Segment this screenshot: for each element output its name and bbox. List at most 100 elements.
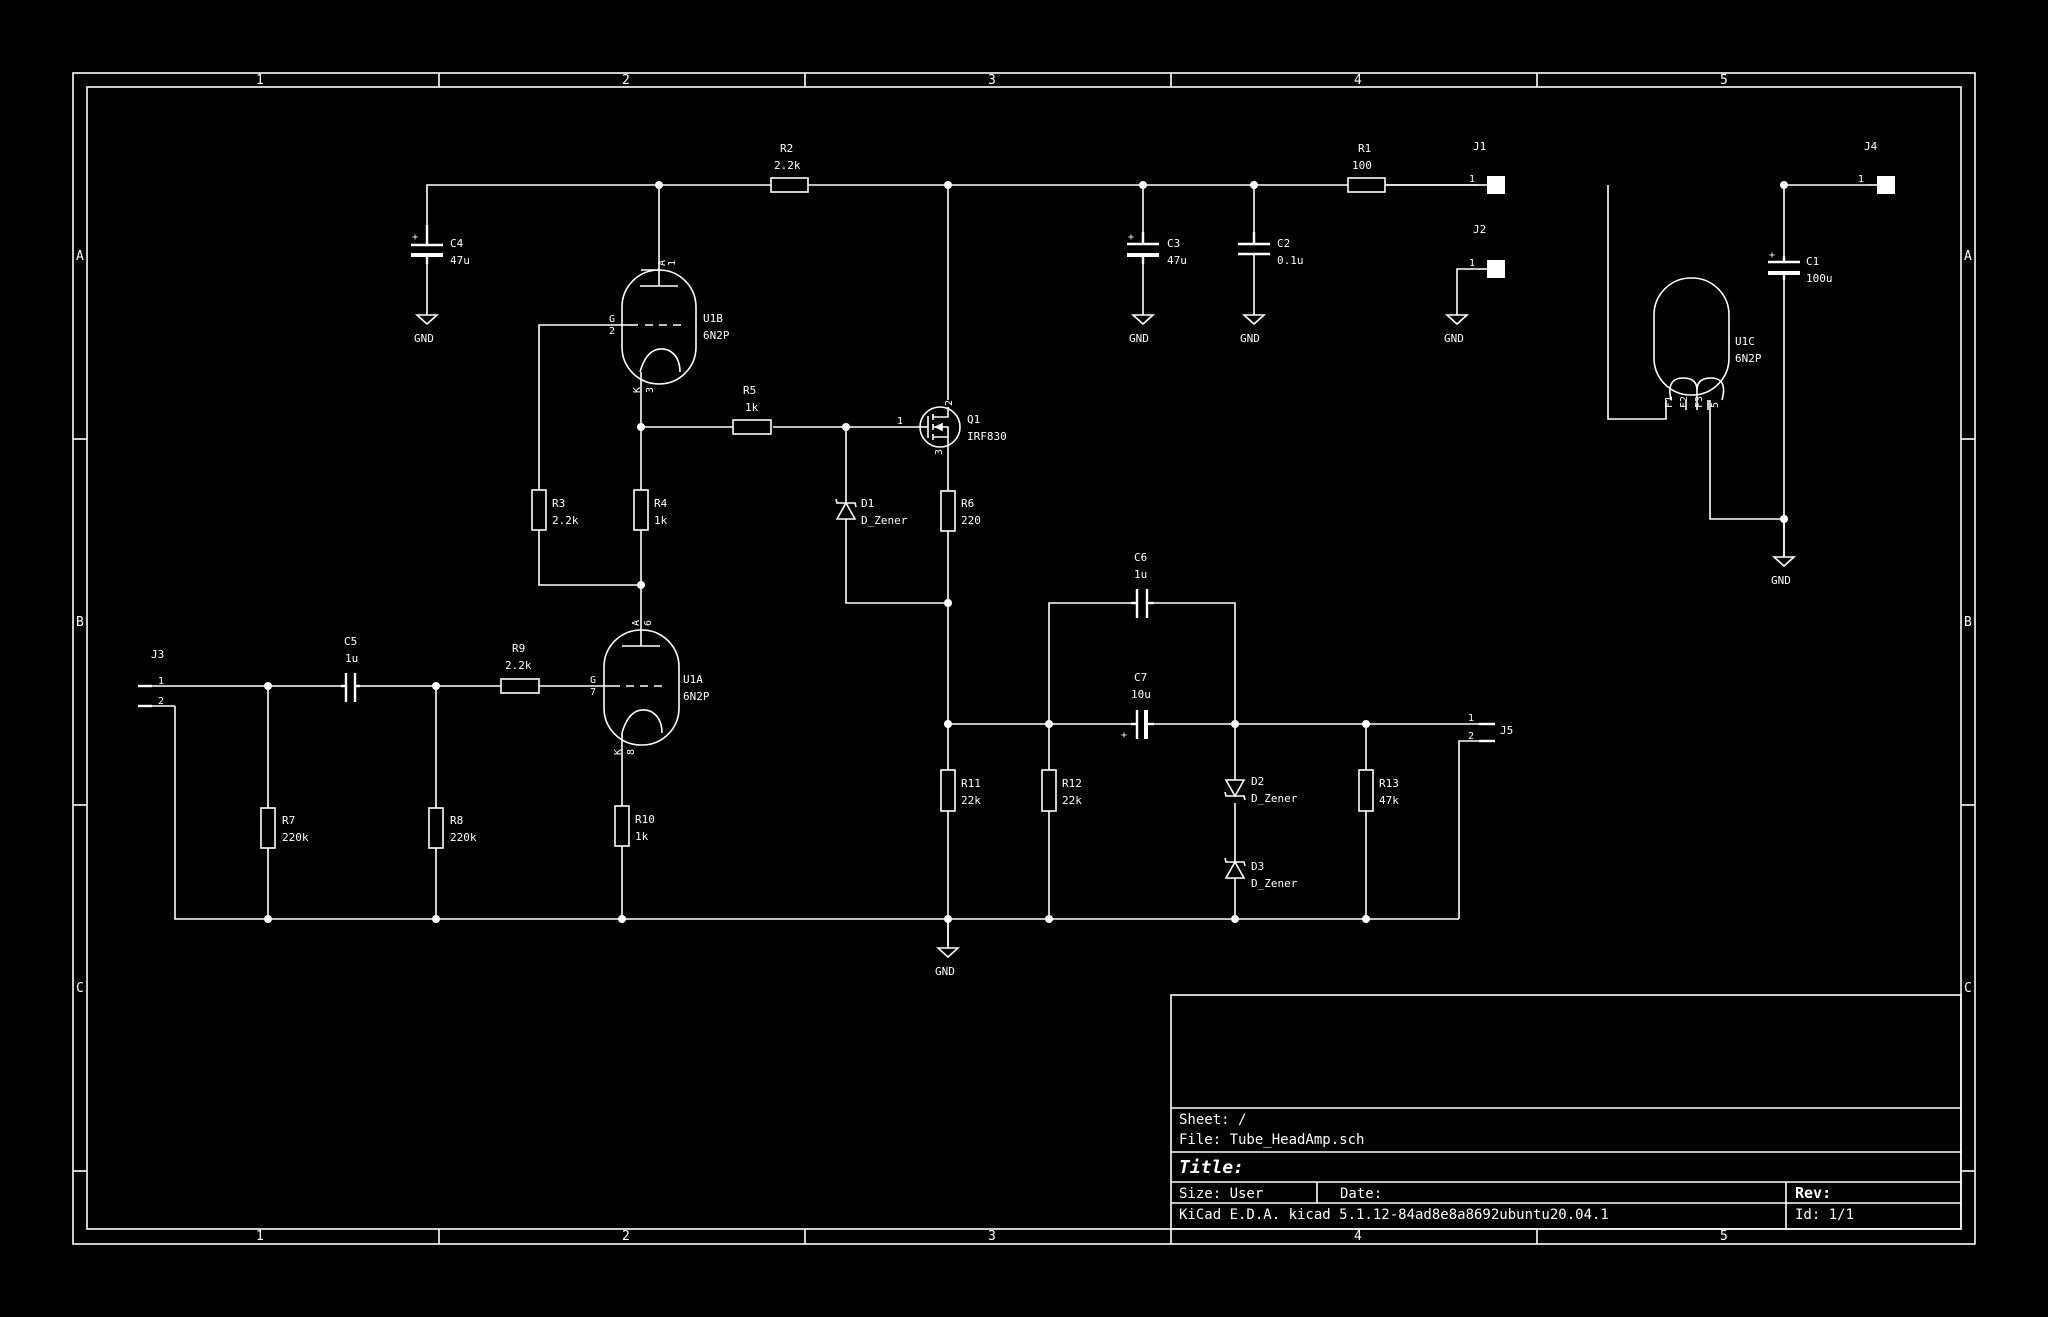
u1c-ref: U1C bbox=[1735, 335, 1755, 348]
gnd-main-symbol bbox=[935, 947, 961, 959]
j1-ref: J1 bbox=[1473, 140, 1486, 153]
plus-c7: + bbox=[1121, 730, 1127, 741]
col-label-2-bottom: 2 bbox=[622, 1229, 630, 1244]
q1-pin-3: 3 bbox=[934, 449, 945, 455]
d1-ref: D1 bbox=[861, 497, 874, 510]
c6-value: 1u bbox=[1134, 568, 1147, 581]
r7-value: 220k bbox=[282, 831, 309, 844]
c6-ref: C6 bbox=[1134, 551, 1147, 564]
resistor-r4-body bbox=[633, 489, 649, 531]
c4-value: 47u bbox=[450, 254, 470, 267]
title-label: Title: bbox=[1179, 1157, 1244, 1178]
pin-j4-1: 1 bbox=[1858, 174, 1864, 185]
u1b-anode-letter: A bbox=[657, 260, 668, 266]
resistor-r9-body bbox=[500, 678, 540, 694]
resistor-r12-body bbox=[1041, 769, 1057, 812]
capacitor-c3-symbol bbox=[1127, 232, 1159, 264]
u1a-cathode-pin: 8 bbox=[626, 749, 637, 755]
u1c-f1: F1 bbox=[1664, 396, 1675, 408]
j3-ref: J3 bbox=[151, 648, 164, 661]
r4-ref: R4 bbox=[654, 497, 668, 510]
gnd-u1c-symbol bbox=[1771, 556, 1797, 568]
q1-ref: Q1 bbox=[967, 413, 980, 426]
u1c-value: 6N2P bbox=[1735, 352, 1762, 365]
r3-ref: R3 bbox=[552, 497, 565, 510]
r5-ref: R5 bbox=[743, 384, 756, 397]
r6-value: 220 bbox=[961, 514, 981, 527]
u1b-value: 6N2P bbox=[703, 329, 730, 342]
r2-value: 2.2k bbox=[774, 159, 801, 172]
sheet-frame: 1 2 3 4 5 1 2 3 4 5 A B C A B C bbox=[72, 72, 1976, 1245]
gnd-label-c2: GND bbox=[1240, 332, 1260, 345]
outer-border bbox=[72, 72, 1976, 1245]
zener-d3-symbol bbox=[1224, 857, 1246, 885]
row-label-b-right: B bbox=[1964, 615, 1972, 630]
u1b-cathode-letter: K bbox=[632, 387, 643, 393]
r10-ref: R10 bbox=[635, 813, 655, 826]
row-label-c-left: C bbox=[76, 981, 84, 996]
r6-ref: R6 bbox=[961, 497, 974, 510]
resistor-r3-body bbox=[531, 489, 547, 531]
c5-value: 1u bbox=[345, 652, 358, 665]
zener-d1-symbol bbox=[835, 495, 857, 527]
pin-j3-1: 1 bbox=[158, 676, 164, 687]
resistor-r2-body bbox=[770, 177, 809, 193]
r5-value: 1k bbox=[745, 401, 759, 414]
u1a-anode-pin: 6 bbox=[643, 620, 654, 626]
mosfet-q1-symbol bbox=[917, 406, 961, 450]
r9-value: 2.2k bbox=[505, 659, 532, 672]
col-label-2-top: 2 bbox=[622, 73, 630, 88]
col-label-4-bottom: 4 bbox=[1354, 1229, 1362, 1244]
column-ticks bbox=[73, 73, 1975, 1244]
c4-ref: C4 bbox=[450, 237, 464, 250]
file-label: File: Tube_HeadAmp.sch bbox=[1179, 1132, 1364, 1148]
r12-ref: R12 bbox=[1062, 777, 1082, 790]
tube-u1c-symbol bbox=[1653, 277, 1730, 410]
col-label-1-bottom: 1 bbox=[256, 1229, 264, 1244]
connector-j2-pad bbox=[1487, 260, 1505, 278]
pin-j5-2: 2 bbox=[1468, 731, 1474, 742]
c7-value: 10u bbox=[1131, 688, 1151, 701]
gnd-label-main: GND bbox=[935, 965, 955, 978]
d1-value: D_Zener bbox=[861, 514, 908, 527]
pin-labels: 1 1 1 1 2 1 2 1 + + + + G 2 A 1 K 3 G 7 … bbox=[158, 174, 1864, 755]
c3-ref: C3 bbox=[1167, 237, 1180, 250]
tube-u1b-symbol bbox=[613, 269, 697, 385]
resistors bbox=[260, 177, 1386, 849]
r1-ref: R1 bbox=[1358, 142, 1371, 155]
plus-c3: + bbox=[1128, 232, 1134, 243]
u1a-anode-letter: A bbox=[631, 620, 642, 626]
r2-ref: R2 bbox=[780, 142, 793, 155]
gnd-label-c4: GND bbox=[414, 332, 434, 345]
c2-value: 0.1u bbox=[1277, 254, 1304, 267]
r12-value: 22k bbox=[1062, 794, 1082, 807]
q1-value: IRF830 bbox=[967, 430, 1007, 443]
col-label-5-top: 5 bbox=[1720, 73, 1728, 88]
resistor-r8-body bbox=[428, 807, 444, 849]
rev-label: Rev: bbox=[1795, 1184, 1831, 1202]
sheet-label: Sheet: / bbox=[1179, 1112, 1246, 1128]
u1b-grid-letter: G bbox=[609, 314, 615, 325]
u1c-f2: F2 bbox=[1679, 396, 1690, 408]
tool-label: KiCad E.D.A. kicad 5.1.12-84ad8e8a8692ub… bbox=[1179, 1207, 1609, 1223]
col-label-1-top: 1 bbox=[256, 73, 264, 88]
wires bbox=[174, 184, 1785, 945]
tube-u1a-symbol bbox=[593, 629, 680, 746]
row-label-a-right: A bbox=[1964, 249, 1972, 264]
capacitor-c6-symbol bbox=[1131, 589, 1154, 618]
capacitors bbox=[341, 225, 1800, 739]
r13-value: 47k bbox=[1379, 794, 1399, 807]
plus-c4: + bbox=[412, 232, 418, 243]
connector-j1-pad bbox=[1487, 176, 1505, 194]
resistor-r13-body bbox=[1358, 769, 1374, 812]
connectors bbox=[138, 176, 1895, 743]
col-label-3-top: 3 bbox=[988, 73, 996, 88]
r7-ref: R7 bbox=[282, 814, 295, 827]
d2-value: D_Zener bbox=[1251, 792, 1298, 805]
j5-ref: J5 bbox=[1500, 724, 1513, 737]
u1a-ref: U1A bbox=[683, 673, 703, 686]
col-label-3-bottom: 3 bbox=[988, 1229, 996, 1244]
col-label-5-bottom: 5 bbox=[1720, 1229, 1728, 1244]
tubes bbox=[593, 269, 1730, 746]
